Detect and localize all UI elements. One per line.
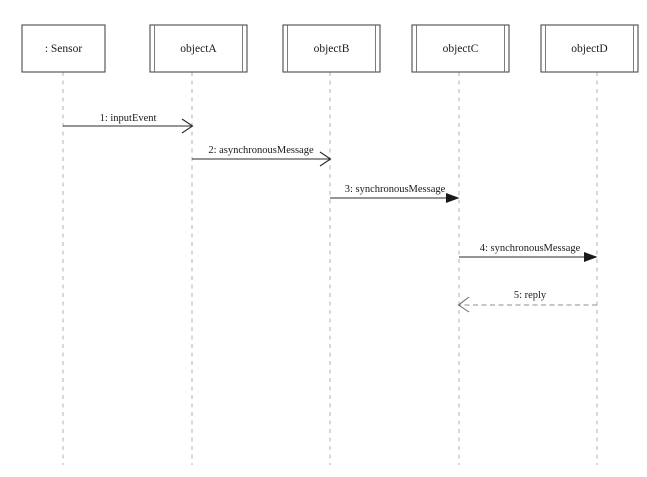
participant-objectC[interactable]: objectC <box>411 24 510 73</box>
arrowhead-open-2 <box>319 151 332 167</box>
message-label-5: 5: reply <box>514 290 547 301</box>
participant-objectA[interactable]: objectA <box>149 24 248 73</box>
message-label-1: 1: inputEvent <box>100 113 157 124</box>
arrowhead-filled-4 <box>584 252 598 262</box>
message-label-4: 4: synchronousMessage <box>480 243 581 254</box>
participant-box <box>540 24 639 73</box>
participant-label-objectC: objectC <box>443 43 479 55</box>
message-2-asynchronousMessage[interactable]: 2: asynchronousMessage <box>192 145 332 167</box>
participant-label-objectD: objectD <box>571 43 607 55</box>
message-1-inputEvent[interactable]: 1: inputEvent <box>63 113 194 134</box>
arrowhead-open-1 <box>181 118 194 134</box>
message-label-3: 3: synchronousMessage <box>345 184 446 195</box>
participant-box <box>21 24 106 73</box>
participant-label-objectA: objectA <box>180 43 217 55</box>
participant-box <box>149 24 248 73</box>
participant-objectD[interactable]: objectD <box>540 24 639 73</box>
participant-label-objectB: objectB <box>314 43 350 55</box>
participant-box <box>411 24 510 73</box>
arrowhead-open-5 <box>457 296 470 313</box>
arrowhead-filled-3 <box>446 193 460 203</box>
message-3-synchronousMessage[interactable]: 3: synchronousMessage <box>330 184 460 203</box>
message-4-synchronousMessage[interactable]: 4: synchronousMessage <box>459 243 598 262</box>
message-label-2: 2: asynchronousMessage <box>208 145 314 156</box>
lifelines-layer <box>62 72 598 465</box>
participant-box <box>282 24 381 73</box>
participant-sensor[interactable]: : Sensor <box>21 24 106 73</box>
message-5-reply[interactable]: 5: reply <box>457 290 598 313</box>
participant-label-sensor: : Sensor <box>45 43 83 55</box>
participant-objectB[interactable]: objectB <box>282 24 381 73</box>
